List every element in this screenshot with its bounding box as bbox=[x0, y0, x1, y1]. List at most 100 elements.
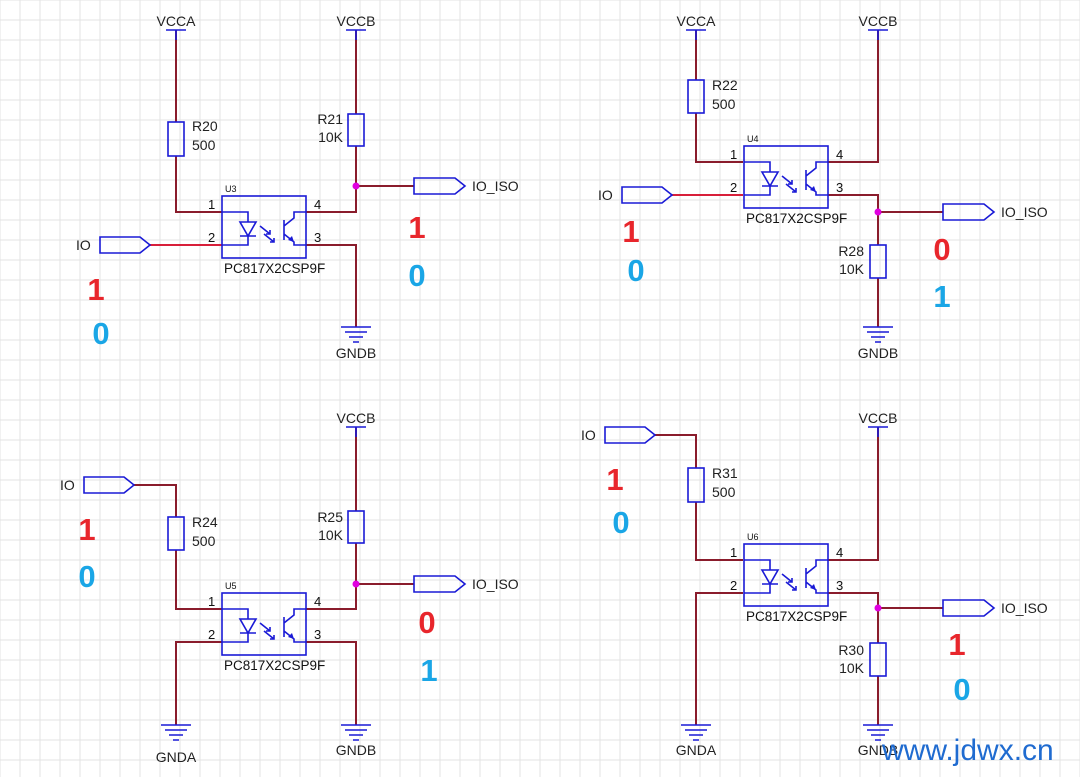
output-state-a: 0 bbox=[418, 605, 435, 640]
output-port-io-iso bbox=[942, 203, 996, 221]
power-symbol-vccb bbox=[346, 426, 366, 437]
output-state-b: 0 bbox=[408, 258, 425, 293]
circuit-u6: VCCB GNDA GNDB R31 500 R30 10K IO IO_ISO… bbox=[581, 410, 1048, 758]
optocoupler-part-number: PC817X2CSP9F bbox=[224, 658, 325, 673]
optocoupler-ref: U5 bbox=[225, 581, 237, 591]
ground-label-gndb: GNDB bbox=[336, 742, 376, 758]
circuit-u3: VCCA VCCB GNDB R20 500 R21 10K IO IO_ISO… bbox=[76, 13, 519, 361]
port-label-io-iso: IO_ISO bbox=[1001, 204, 1048, 220]
circuit-u5: VCCB GNDA GNDB R24 500 R25 10K IO IO_ISO… bbox=[60, 410, 519, 765]
optocoupler-ref: U3 bbox=[225, 184, 237, 194]
resistor-value: 500 bbox=[712, 484, 736, 500]
ground-symbol bbox=[341, 724, 371, 741]
input-state-high: 1 bbox=[606, 462, 623, 497]
wire-pin2-gnda bbox=[695, 592, 743, 725]
pin-number: 3 bbox=[836, 578, 843, 593]
resistor-ref: R30 bbox=[838, 642, 864, 658]
pin-number: 1 bbox=[730, 545, 737, 560]
pin-number: 2 bbox=[730, 180, 737, 195]
resistor-value: 10K bbox=[839, 261, 865, 277]
wire-vccb-r25-pin4 bbox=[306, 427, 357, 610]
output-state-a: 0 bbox=[933, 232, 950, 267]
pin-number: 4 bbox=[314, 197, 321, 212]
output-state-b: 1 bbox=[933, 279, 950, 314]
resistor-r20 bbox=[167, 121, 185, 157]
power-symbol-vcca bbox=[686, 29, 706, 40]
watermark-text: www.jdwx.cn bbox=[881, 734, 1054, 767]
ground-symbol bbox=[341, 326, 371, 343]
resistor-r31 bbox=[687, 467, 705, 503]
wire-vccb-pin4 bbox=[828, 427, 879, 561]
circuit-u4: VCCA VCCB GNDB R22 500 R28 10K IO IO_ISO… bbox=[598, 13, 1048, 361]
optocoupler-u3 bbox=[221, 195, 307, 259]
resistor-r22 bbox=[687, 79, 705, 114]
pin-number: 4 bbox=[836, 545, 843, 560]
pin-number: 3 bbox=[836, 180, 843, 195]
resistor-value: 10K bbox=[839, 660, 865, 676]
output-state-a: 1 bbox=[948, 627, 965, 662]
optocoupler-u4 bbox=[743, 145, 829, 209]
junction-dot bbox=[874, 604, 882, 612]
port-label-io-iso: IO_ISO bbox=[472, 576, 519, 592]
pin-number: 2 bbox=[730, 578, 737, 593]
resistor-value: 10K bbox=[318, 129, 344, 145]
input-state-high: 1 bbox=[622, 214, 639, 249]
resistor-value: 500 bbox=[192, 137, 216, 153]
resistor-r21 bbox=[347, 113, 365, 147]
optocoupler-ref: U6 bbox=[747, 532, 759, 542]
resistor-value: 10K bbox=[318, 527, 344, 543]
optocoupler-u5 bbox=[221, 592, 307, 656]
ground-label-gndb: GNDB bbox=[336, 345, 376, 361]
supply-label-vccb: VCCB bbox=[859, 13, 898, 29]
input-state-low: 0 bbox=[92, 316, 109, 351]
output-state-b: 0 bbox=[953, 672, 970, 707]
junction-dot bbox=[874, 208, 882, 216]
supply-label-vccb: VCCB bbox=[337, 13, 376, 29]
optocoupler-ref: U4 bbox=[747, 134, 759, 144]
ground-symbol bbox=[161, 724, 191, 741]
wire-vccb-pin4 bbox=[828, 30, 879, 163]
ground-symbol bbox=[681, 724, 711, 741]
resistor-ref: R31 bbox=[712, 465, 738, 481]
pin-number: 4 bbox=[314, 594, 321, 609]
wire-vcca-r20-pin1 bbox=[175, 30, 222, 213]
wire-pin3-r28-gnd bbox=[828, 194, 879, 327]
resistor-ref: R20 bbox=[192, 118, 218, 134]
input-state-high: 1 bbox=[87, 272, 104, 307]
supply-label-vccb: VCCB bbox=[859, 410, 898, 426]
resistor-r25 bbox=[347, 510, 365, 544]
port-label-io-iso: IO_ISO bbox=[472, 178, 519, 194]
wire-pin3-r30-gnd bbox=[828, 592, 879, 725]
supply-label-vccb: VCCB bbox=[337, 410, 376, 426]
input-state-low: 0 bbox=[78, 559, 95, 594]
wire-vccb-r21-pin4 bbox=[306, 30, 357, 213]
wire-pin2-gnda bbox=[175, 641, 222, 725]
pin-number: 1 bbox=[208, 197, 215, 212]
power-symbol-vccb bbox=[868, 29, 888, 40]
input-port-io bbox=[99, 236, 152, 254]
optocoupler-part-number: PC817X2CSP9F bbox=[746, 609, 847, 624]
port-label-io-iso: IO_ISO bbox=[1001, 600, 1048, 616]
optocoupler-u6 bbox=[743, 543, 829, 607]
ground-label-gndb: GNDB bbox=[858, 345, 898, 361]
resistor-ref: R22 bbox=[712, 77, 738, 93]
output-state-b: 1 bbox=[420, 653, 437, 688]
ground-symbol bbox=[863, 326, 893, 343]
output-port-io-iso bbox=[413, 177, 467, 195]
resistor-ref: R24 bbox=[192, 514, 218, 530]
output-state-a: 1 bbox=[408, 210, 425, 245]
supply-label-vcca: VCCA bbox=[157, 13, 197, 29]
port-label-io: IO bbox=[598, 187, 613, 203]
power-symbol-vcca bbox=[166, 29, 186, 40]
output-port-io-iso bbox=[413, 575, 467, 593]
port-label-io: IO bbox=[581, 427, 596, 443]
pin-number: 1 bbox=[730, 147, 737, 162]
resistor-r24 bbox=[167, 516, 185, 551]
pin-number: 3 bbox=[314, 230, 321, 245]
port-label-io: IO bbox=[60, 477, 75, 493]
junction-dot bbox=[352, 580, 360, 588]
ground-label-gnda: GNDA bbox=[676, 742, 717, 758]
